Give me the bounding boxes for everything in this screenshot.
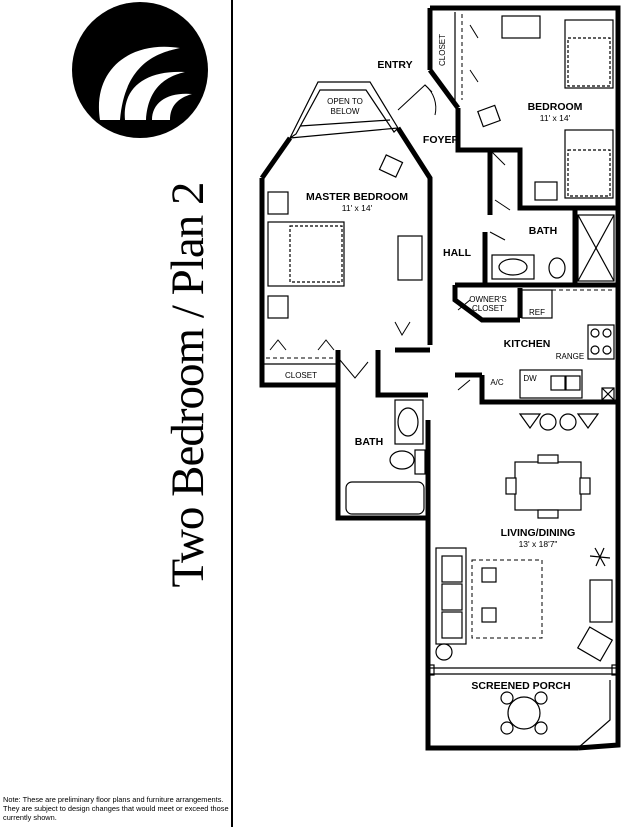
screened-porch-area <box>427 664 619 749</box>
bedroom-furniture <box>477 15 614 201</box>
master-closet: CLOSET <box>264 363 338 380</box>
room-labels: ENTRY BEDROOM 11' x 14' FOYER MASTER BED… <box>306 59 583 692</box>
master-closet-label: CLOSET <box>285 371 317 380</box>
entry-door <box>397 84 511 241</box>
ac-label: A/C <box>490 378 504 387</box>
concentric-arc-logo-icon <box>72 2 208 138</box>
entry-label: ENTRY <box>377 59 412 71</box>
interior-walls <box>375 108 618 405</box>
living-dining-label: LIVING/DINING <box>501 527 576 539</box>
kitchen-label: KITCHEN <box>504 338 551 350</box>
lower-bath <box>339 359 426 515</box>
living-furniture <box>435 547 614 662</box>
disclaimer-note: Note: These are preliminary floor plans … <box>3 795 229 823</box>
open-to-below-bay: OPEN TO BELOW <box>289 81 399 139</box>
sidebar-divider <box>231 0 233 827</box>
dining-set <box>505 454 591 519</box>
living-dining-size: 13' x 18'7" <box>519 539 558 549</box>
master-bedroom-size: 11' x 14' <box>342 203 373 213</box>
closet-vertical-label: CLOSET <box>438 34 447 66</box>
range-label: RANGE <box>556 352 584 361</box>
open-to-below-label: OPEN TO <box>327 97 363 106</box>
upper-bath <box>491 214 615 282</box>
owners-closet-label: OWNER'S <box>469 295 507 304</box>
foyer-label: FOYER <box>423 134 460 146</box>
bar-stools <box>518 413 600 431</box>
bedroom-label: BEDROOM <box>528 101 583 113</box>
exterior-walls <box>259 5 621 751</box>
lower-bath-label: BATH <box>355 436 383 448</box>
ref-label: REF <box>529 308 545 317</box>
kitchen-area: OWNER'S CLOSET REF RANGE DW A/C <box>457 289 615 401</box>
master-bedroom-label: MASTER BEDROOM <box>306 191 408 203</box>
upper-bath-label: BATH <box>529 225 557 237</box>
screened-porch-label: SCREENED PORCH <box>471 680 570 692</box>
dw-label: DW <box>523 374 537 383</box>
open-to-below-label-2: BELOW <box>331 107 360 116</box>
hall-label: HALL <box>443 247 472 259</box>
bedroom-closet: CLOSET <box>438 12 479 105</box>
master-bedroom-furniture <box>266 154 423 359</box>
owners-closet-label-2: CLOSET <box>472 304 504 313</box>
bedroom-size: 11' x 14' <box>540 113 571 123</box>
